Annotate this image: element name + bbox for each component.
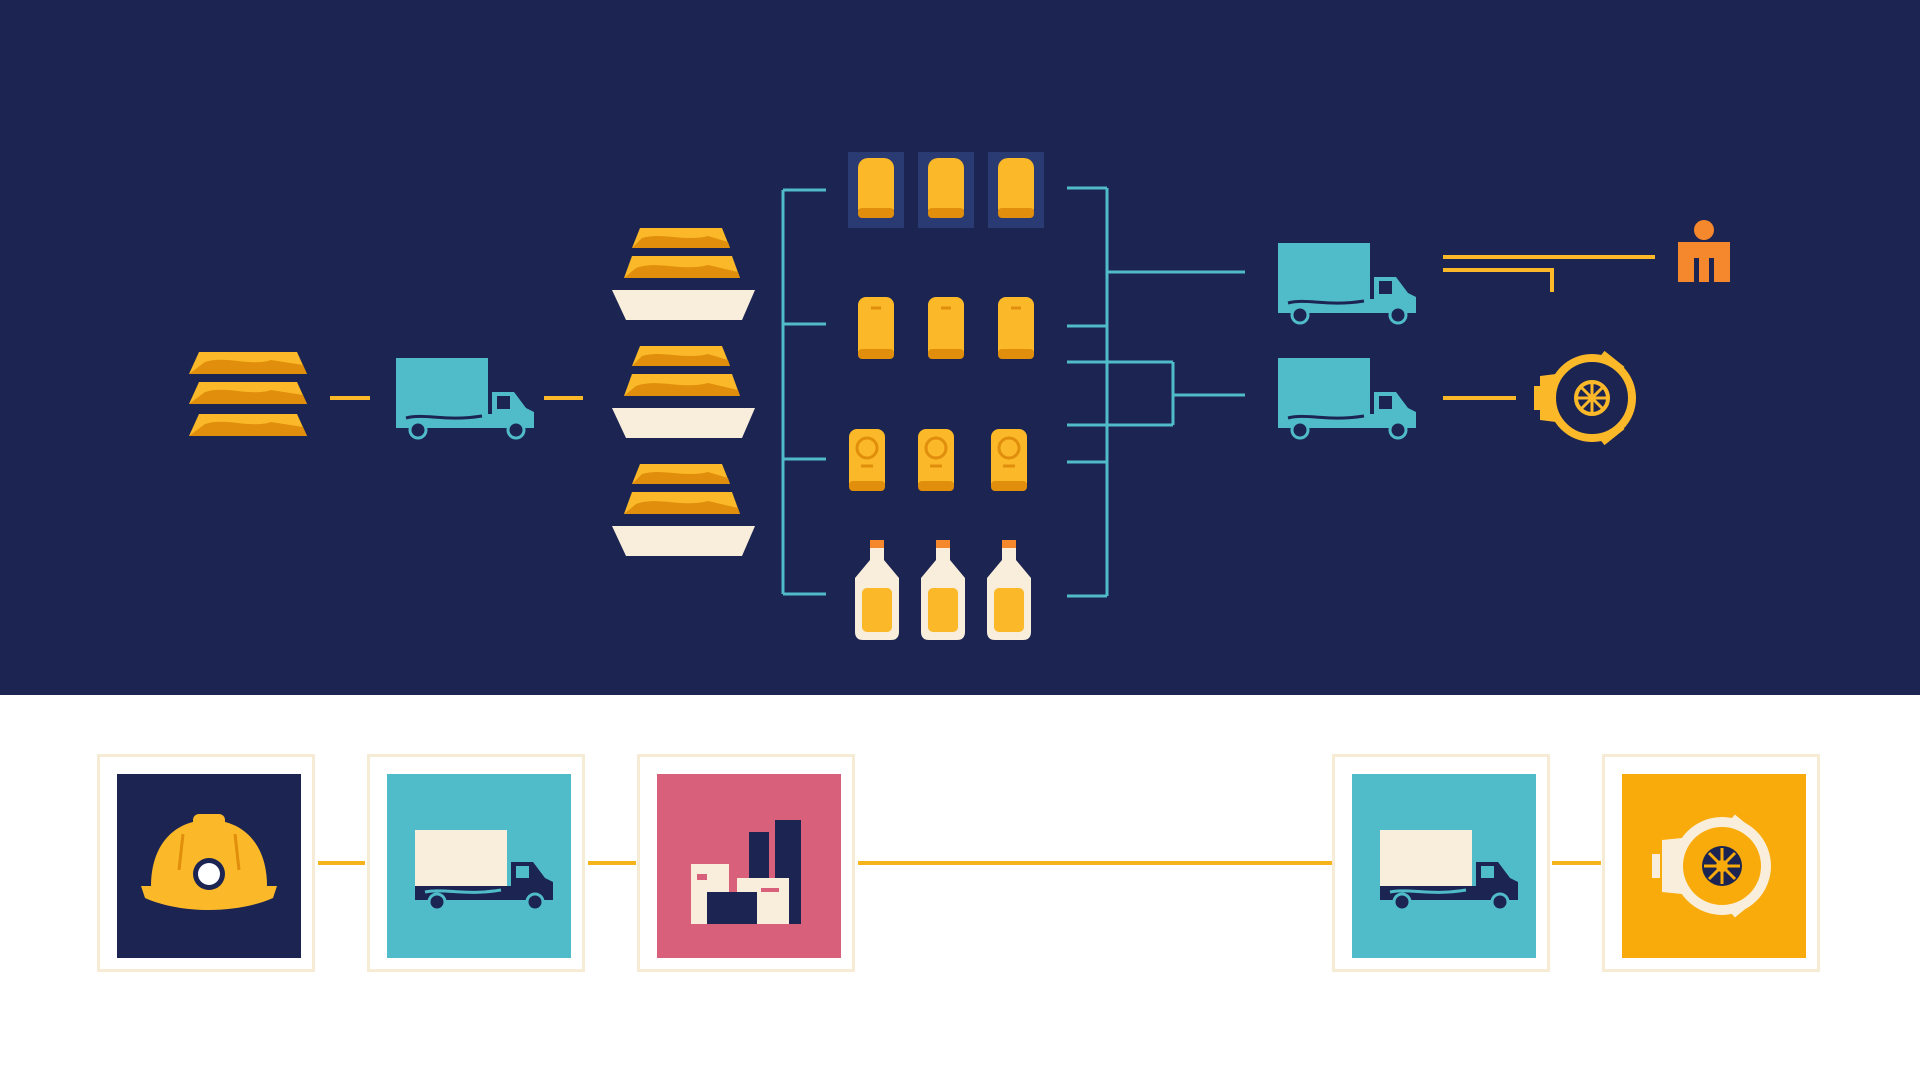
truck-icon — [1380, 830, 1518, 912]
coin-bar-icon — [916, 427, 956, 493]
bottle-icon — [855, 540, 899, 640]
timeline-connector — [318, 861, 365, 865]
buyer-connector — [1443, 255, 1655, 292]
step-manufacturing — [637, 754, 855, 972]
minted-bar-icon — [928, 158, 964, 218]
gold-tray-icon — [612, 346, 755, 438]
minted-bar-icon — [998, 158, 1034, 218]
hard-hat-icon — [141, 814, 277, 910]
coin-bars-row — [847, 427, 1029, 493]
step-storage — [1602, 754, 1820, 972]
step-delivery — [1332, 754, 1550, 972]
truck-icon — [1276, 356, 1418, 440]
minted-bars-row — [848, 152, 1044, 228]
minted-bar-icon — [858, 158, 894, 218]
truck-icon — [415, 830, 553, 912]
timeline-connector — [1552, 861, 1601, 865]
coin-bar-icon — [989, 427, 1029, 493]
step-tile — [1622, 774, 1806, 958]
coin-bar-icon — [847, 427, 887, 493]
truck-icon — [394, 356, 536, 440]
cast-bar-icon — [856, 295, 896, 361]
step-mining — [97, 754, 315, 972]
timeline-connector — [588, 861, 636, 865]
gold-tray-icon — [612, 228, 755, 320]
step-tile — [657, 774, 841, 958]
step-shipping — [367, 754, 585, 972]
product-grid-icon — [847, 152, 1044, 640]
gold-tray-icon — [612, 464, 755, 556]
bottle-icon — [987, 540, 1031, 640]
cast-bar-icon — [926, 295, 966, 361]
bottom-steps-panel — [0, 695, 1920, 1080]
right-bracket — [1067, 186, 1245, 598]
step-tile — [117, 774, 301, 958]
person-icon — [1678, 220, 1730, 282]
vault-icon — [1534, 354, 1632, 442]
flow-diagram — [189, 152, 1730, 640]
liquid-bottles-row — [855, 540, 1031, 640]
step-tile — [1352, 774, 1536, 958]
vault-icon — [1652, 814, 1771, 918]
step-tile — [387, 774, 571, 958]
truck-icon — [1276, 241, 1418, 325]
gold-bars-stack-icon — [189, 352, 307, 436]
cast-bar-icon — [996, 295, 1036, 361]
cast-bars-row — [856, 295, 1036, 361]
timeline-connector — [858, 861, 1332, 865]
top-flow-panel — [0, 0, 1920, 695]
factory-boxes-icon — [691, 820, 801, 924]
bottle-icon — [921, 540, 965, 640]
left-bracket — [781, 188, 826, 596]
